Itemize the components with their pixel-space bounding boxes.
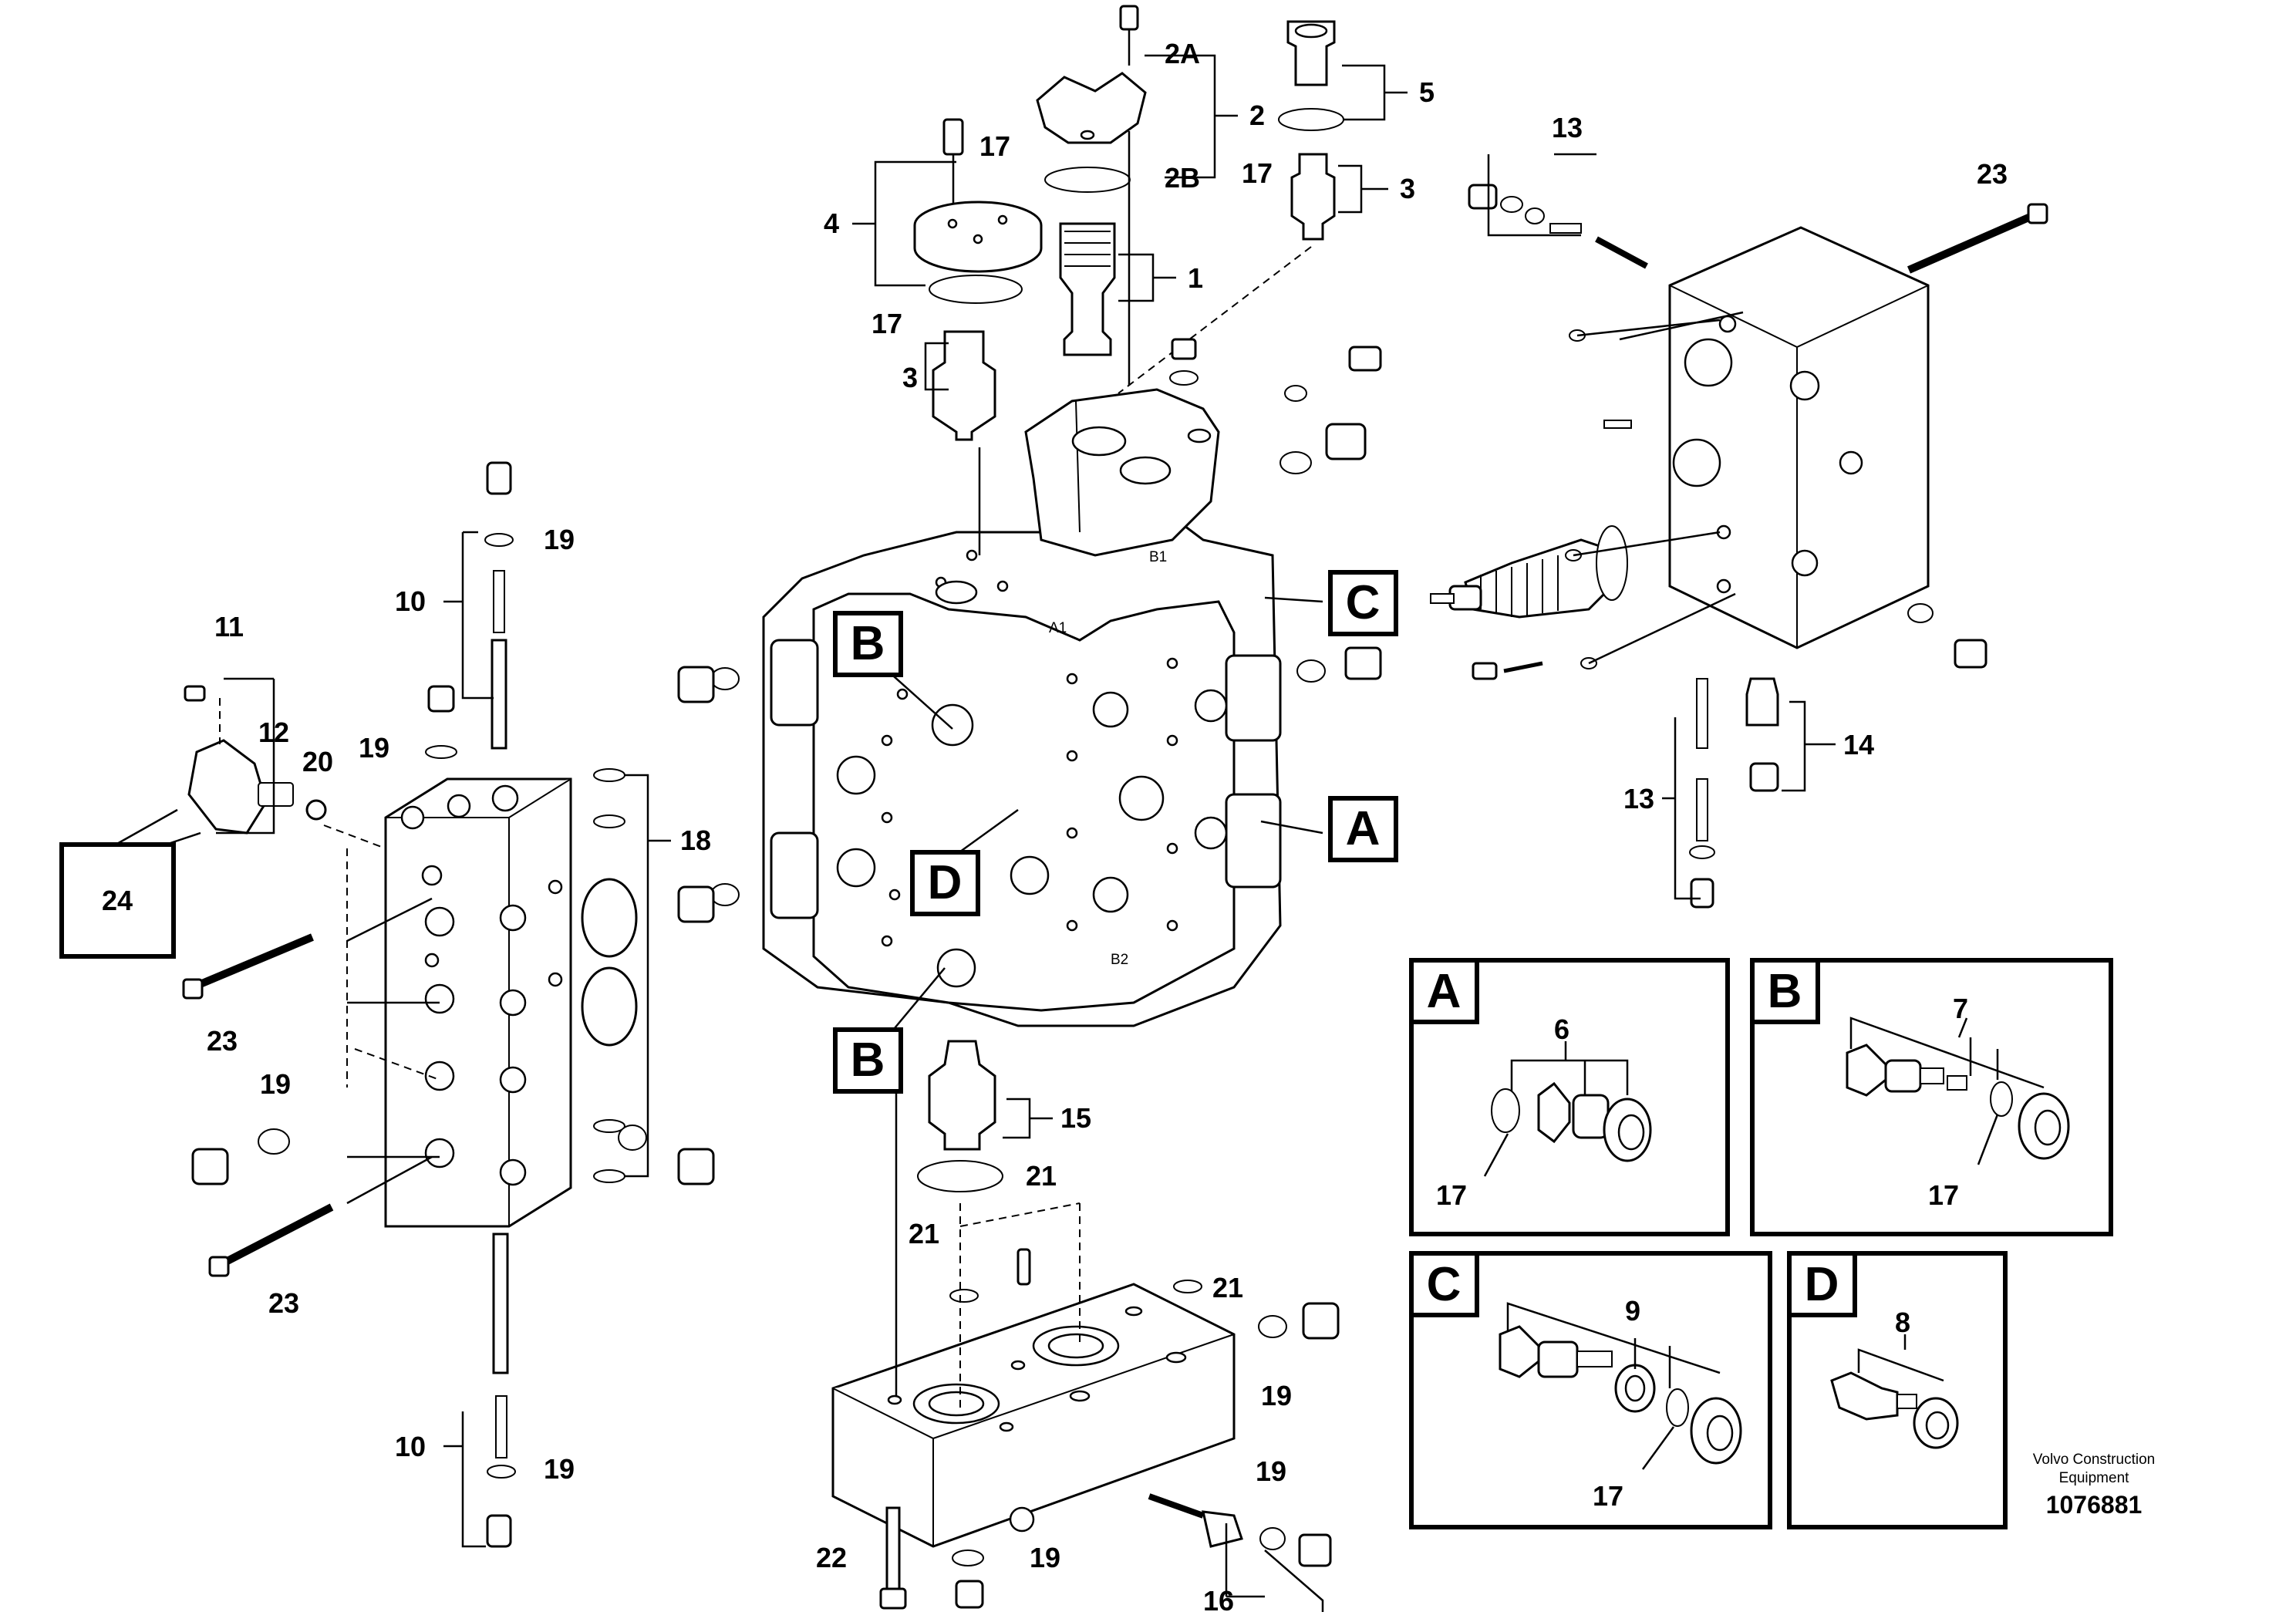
callout-19-e: 19 <box>1261 1380 1292 1411</box>
port-label-c-box <box>1328 570 1398 636</box>
detail-panel-b: B 7 17 <box>1750 958 2113 1236</box>
body-marking-b2: B2 <box>1111 952 1128 968</box>
detail-label-b: B <box>1768 965 1802 1018</box>
callout-15: 15 <box>1060 1102 1091 1134</box>
callout-13-bottom: 13 <box>1623 783 1654 814</box>
callout-23-right: 23 <box>1977 158 2008 190</box>
callout-21-a: 21 <box>1026 1160 1057 1192</box>
callout-2b: 2B <box>1165 162 1200 194</box>
callout-2: 2 <box>1249 99 1265 131</box>
callout-24: 24 <box>102 885 133 916</box>
callout-21-c: 21 <box>1212 1272 1243 1303</box>
callout-22: 22 <box>816 1542 847 1573</box>
callout-23-left-bottom: 23 <box>268 1287 299 1319</box>
callout-18: 18 <box>680 824 711 856</box>
callout-17-b: 17 <box>1928 1179 1959 1211</box>
left-valve-block <box>182 461 715 1548</box>
main-valve-body: A1 B1 B2 <box>762 388 1282 1027</box>
document-number: 1076881 <box>2046 1491 2143 1519</box>
callout-19-f: 19 <box>1256 1455 1286 1487</box>
right-valve-block <box>1430 184 2048 909</box>
callout-19-c: 19 <box>260 1068 291 1100</box>
part-callouts: 2A 2 2B 17 1 4 17 3 5 17 3 13 23 13 14 1… <box>207 38 2008 1617</box>
body-marking-a1: A1 <box>1049 620 1067 636</box>
callout-21-b: 21 <box>909 1218 939 1249</box>
maker-line-1: Volvo Construction <box>2033 1452 2155 1468</box>
footer-credit: Volvo Construction Equipment 1076881 <box>2033 1452 2155 1519</box>
callout-8: 8 <box>1895 1307 1910 1338</box>
port-label-c: C <box>1346 576 1381 629</box>
callout-2a: 2A <box>1165 38 1200 69</box>
detail-label-a: A <box>1427 965 1462 1018</box>
callout-12: 12 <box>258 717 289 748</box>
callout-16: 16 <box>1203 1585 1234 1617</box>
port-callouts: C B A D B 24 <box>59 570 1398 1094</box>
callout-24-box <box>59 842 176 959</box>
callout-6: 6 <box>1554 1013 1569 1045</box>
callout-10-top: 10 <box>395 585 426 617</box>
callout-17-c: 17 <box>1593 1480 1623 1512</box>
detail-label-d: D <box>1805 1258 1839 1311</box>
callout-19-a: 19 <box>544 524 575 555</box>
top-components <box>677 5 1382 923</box>
callout-9: 9 <box>1625 1295 1640 1327</box>
callout-3-top: 3 <box>1400 173 1415 204</box>
callout-19-b: 19 <box>359 732 389 764</box>
callout-10-bottom: 10 <box>395 1431 426 1462</box>
callout-1: 1 <box>1188 262 1203 294</box>
leader-lines <box>115 54 1836 1612</box>
callout-4: 4 <box>824 207 839 239</box>
callout-19-g: 19 <box>1030 1542 1060 1573</box>
detail-label-c: C <box>1427 1258 1462 1311</box>
callout-23-left-top: 23 <box>207 1025 238 1057</box>
port-label-b-top-box <box>833 611 903 677</box>
port-label-b-top: B <box>851 617 885 670</box>
callout-19-d: 19 <box>544 1453 575 1485</box>
callout-11: 11 <box>214 611 244 642</box>
port-label-d: D <box>928 856 963 909</box>
detail-panel-c: C 9 17 <box>1409 1251 1772 1529</box>
callout-7: 7 <box>1953 993 1968 1024</box>
callout-17-mid: 17 <box>1242 157 1273 189</box>
callout-17-top: 17 <box>979 130 1010 162</box>
callout-20: 20 <box>302 746 333 777</box>
callout-3-left: 3 <box>902 362 918 393</box>
detail-panel-a: A 6 17 <box>1409 958 1730 1236</box>
maker-line-2: Equipment <box>2059 1470 2130 1486</box>
lower-block <box>831 1040 1340 1610</box>
port-label-b-bottom: B <box>851 1034 885 1087</box>
port-label-d-box <box>910 850 980 916</box>
port-label-b-bottom-box <box>833 1027 903 1094</box>
callout-17-a: 17 <box>1436 1179 1467 1211</box>
body-marking-b1: B1 <box>1149 549 1167 565</box>
detail-panel-d: D 8 <box>1787 1251 2008 1529</box>
port-label-a-box <box>1328 796 1398 862</box>
callout-14: 14 <box>1843 729 1874 760</box>
callout-17-left: 17 <box>872 308 902 339</box>
callout-5: 5 <box>1419 76 1435 108</box>
port-label-a: A <box>1346 802 1381 855</box>
callout-13-top: 13 <box>1552 112 1583 143</box>
